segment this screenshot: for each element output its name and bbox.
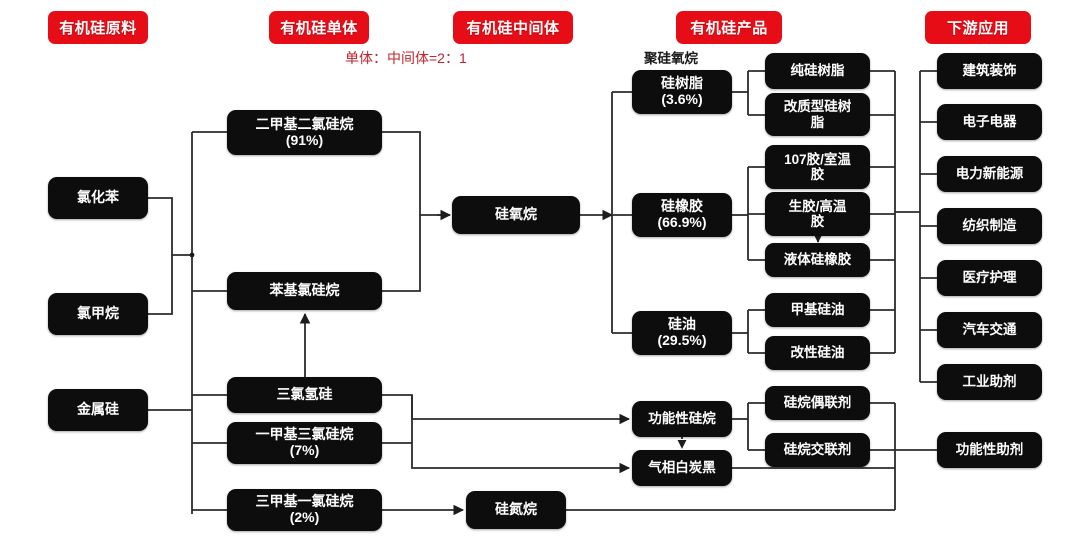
node-dimethyldichlorosilane-line-1: (91%) <box>285 131 324 148</box>
node-power-new-energy[interactable]: 电力新能源 <box>937 156 1042 192</box>
node-silicone-resin[interactable]: 硅树脂 (3.6%) <box>632 70 732 114</box>
node-silazane[interactable]: 硅氮烷 <box>466 491 566 529</box>
node-industrial-additives-line-0: 工业助剂 <box>962 374 1017 390</box>
node-silicone-oil-line-0: 硅油 <box>668 316 696 333</box>
node-electronics-appliances-line-0: 电子电器 <box>962 114 1017 130</box>
node-silicone-oil[interactable]: 硅油 (29.5%) <box>632 311 732 355</box>
node-trichlorosilane[interactable]: 三氯氢硅 <box>227 377 382 413</box>
node-raw-high-temp-glue[interactable]: 生胶/高温 胶 <box>765 192 870 236</box>
header-raw-materials: 有机硅原料 <box>48 11 148 44</box>
node-dimethyldichlorosilane-line-0: 二甲基二氯硅烷 <box>255 115 354 132</box>
node-automotive-transport-line-0: 汽车交通 <box>962 322 1017 338</box>
node-silazane-line-0: 硅氮烷 <box>495 501 537 518</box>
node-glue-107-line-0: 107胶/室温 <box>784 151 851 167</box>
node-methyl-silicone-oil[interactable]: 甲基硅油 <box>765 293 870 327</box>
node-siloxane-line-0: 硅氧烷 <box>495 206 537 223</box>
header-monomer: 有机硅单体 <box>269 11 369 44</box>
node-fumed-silica[interactable]: 气相白炭黑 <box>632 450 732 486</box>
node-silicone-rubber[interactable]: 硅橡胶 (66.9%) <box>632 193 732 237</box>
node-monomethyltrichlorosilane-line-1: (7%) <box>289 442 320 458</box>
node-glue-107[interactable]: 107胶/室温 胶 <box>765 145 870 189</box>
node-functional-additives[interactable]: 功能性助剂 <box>937 432 1042 468</box>
node-fumed-silica-line-0: 气相白炭黑 <box>648 460 716 476</box>
node-silane-coupling-agent[interactable]: 硅烷偶联剂 <box>765 386 870 420</box>
node-liquid-silicone-rubber[interactable]: 液体硅橡胶 <box>765 243 870 277</box>
node-silane-crosslinker[interactable]: 硅烷交联剂 <box>765 433 870 467</box>
node-methyl-chloride-line-0: 氯甲烷 <box>77 305 119 322</box>
node-raw-high-temp-glue-line-1: 胶 <box>810 214 825 229</box>
edge-monomethyl-to-silica <box>382 442 631 474</box>
node-power-new-energy-line-0: 电力新能源 <box>955 166 1024 182</box>
node-raw-high-temp-glue-line-0: 生胶/高温 <box>788 198 847 214</box>
node-functional-silane-line-0: 功能性硅烷 <box>648 411 716 427</box>
edge-dimethyl-to-siloxane <box>382 131 449 216</box>
header-downstream: 下游应用 <box>925 11 1031 44</box>
header-intermediate: 有机硅中间体 <box>453 11 573 44</box>
node-functional-additives-line-0: 功能性助剂 <box>955 442 1024 458</box>
edge-phenyl-to-siloxane <box>382 215 421 292</box>
node-methyl-silicone-oil-line-0: 甲基硅油 <box>790 302 845 318</box>
node-pure-silicone-resin-line-0: 纯硅树脂 <box>790 63 845 79</box>
node-textile-manufacturing-line-0: 纺织制造 <box>962 218 1017 234</box>
node-trimethylchlorosilane-line-1: (2%) <box>289 509 320 525</box>
node-electronics-appliances[interactable]: 电子电器 <box>937 104 1042 140</box>
node-liquid-silicone-rubber-line-0: 液体硅橡胶 <box>783 252 852 268</box>
node-silane-crosslinker-line-0: 硅烷交联剂 <box>783 442 852 458</box>
node-silicone-rubber-line-1: (66.9%) <box>657 214 707 230</box>
node-architectural-decoration[interactable]: 建筑装饰 <box>937 53 1042 89</box>
node-pure-silicone-resin[interactable]: 纯硅树脂 <box>765 53 870 89</box>
node-silicone-oil-line-1: (29.5%) <box>657 332 707 348</box>
node-phenylchlorosilane-line-0: 苯基氯硅烷 <box>269 282 340 299</box>
edge-trichloro-to-funcsilane <box>382 394 631 425</box>
node-chlorobenzene-line-0: 氯化苯 <box>77 189 119 206</box>
node-functional-silane[interactable]: 功能性硅烷 <box>632 401 732 437</box>
header-intermediate-label: 有机硅中间体 <box>466 20 560 37</box>
polysiloxane-label: 聚硅氧烷 <box>644 51 698 66</box>
header-downstream-label: 下游应用 <box>946 20 1009 37</box>
header-raw-materials-label: 有机硅原料 <box>59 20 137 37</box>
node-modified-silicone-resin[interactable]: 改质型硅树 脂 <box>765 93 870 136</box>
node-modified-silicone-resin-line-1: 脂 <box>810 114 825 130</box>
node-chlorobenzene[interactable]: 氯化苯 <box>48 177 148 219</box>
node-metal-silicon-line-0: 金属硅 <box>77 401 119 418</box>
node-modified-silicone-oil[interactable]: 改性硅油 <box>765 336 870 370</box>
node-medical-care[interactable]: 医疗护理 <box>937 260 1042 296</box>
node-metal-silicon[interactable]: 金属硅 <box>48 389 148 431</box>
node-silicone-resin-line-1: (3.6%) <box>661 91 703 107</box>
node-architectural-decoration-line-0: 建筑装饰 <box>962 63 1017 79</box>
ratio-annotation: 单体：中间体=2：1 <box>345 50 467 66</box>
node-silicone-rubber-line-0: 硅橡胶 <box>661 198 703 215</box>
node-siloxane[interactable]: 硅氧烷 <box>452 196 580 234</box>
bus-junction-dot <box>189 252 195 258</box>
node-trichlorosilane-line-0: 三氯氢硅 <box>276 386 333 403</box>
node-phenylchlorosilane[interactable]: 苯基氯硅烷 <box>227 272 382 310</box>
node-monomethyltrichlorosilane[interactable]: 一甲基三氯硅烷 (7%) <box>227 422 382 464</box>
edge-chlorobenzene <box>148 197 192 256</box>
node-glue-107-line-1: 胶 <box>810 167 825 182</box>
node-silicone-resin-line-0: 硅树脂 <box>661 75 703 92</box>
node-automotive-transport[interactable]: 汽车交通 <box>937 312 1042 348</box>
node-methyl-chloride[interactable]: 氯甲烷 <box>48 293 148 335</box>
node-modified-silicone-resin-line-0: 改质型硅树 <box>783 99 852 115</box>
header-product: 有机硅产品 <box>676 11 782 44</box>
node-dimethyldichlorosilane[interactable]: 二甲基二氯硅烷 (91%) <box>227 110 382 155</box>
node-textile-manufacturing[interactable]: 纺织制造 <box>937 208 1042 244</box>
node-monomethyltrichlorosilane-line-0: 一甲基三氯硅烷 <box>255 426 354 443</box>
node-trimethylchlorosilane[interactable]: 三甲基一氯硅烷 (2%) <box>227 489 382 531</box>
node-industrial-additives[interactable]: 工业助剂 <box>937 364 1042 400</box>
header-monomer-label: 有机硅单体 <box>280 20 358 37</box>
node-modified-silicone-oil-line-0: 改性硅油 <box>790 345 845 361</box>
node-trimethylchlorosilane-line-0: 三甲基一氯硅烷 <box>255 493 354 510</box>
node-silane-coupling-agent-line-0: 硅烷偶联剂 <box>783 395 852 411</box>
node-medical-care-line-0: 医疗护理 <box>962 270 1017 286</box>
edge-methylchloride <box>148 255 173 315</box>
header-product-label: 有机硅产品 <box>690 20 768 37</box>
